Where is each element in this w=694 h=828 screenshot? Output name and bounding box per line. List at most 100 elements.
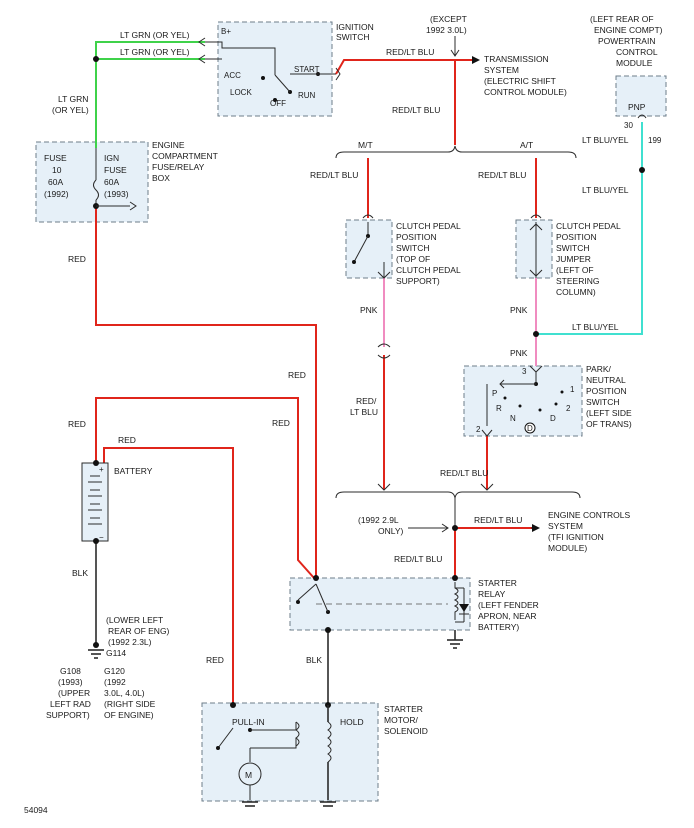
g114-note-1: (LOWER LEFT [106, 615, 163, 625]
pull-in-label: PULL-IN [232, 717, 265, 727]
fuse-box-title-1: ENGINE [152, 140, 185, 150]
red-lt-blu-label-relay: RED/LT BLU [394, 554, 442, 564]
lt-grn-label-top: LT GRN (OR YEL) [120, 30, 190, 40]
g120-line-3: 3.0L, 4.0L) [104, 688, 145, 698]
red-lt-blu-label-at: RED/LT BLU [478, 170, 526, 180]
lower-splice-bracket [335, 491, 581, 499]
engine-controls-title-4: MODULE) [548, 543, 587, 553]
engine-controls-title-1: ENGINE CONTROLS [548, 510, 631, 520]
term-acc: ACC [224, 71, 241, 80]
fuse-box-internals [93, 148, 137, 211]
starter-relay-title-2: RELAY [478, 589, 506, 599]
battery-title: BATTERY [114, 466, 153, 476]
battery-symbol [81, 460, 109, 544]
starter-relay-title-5: BATTERY) [478, 622, 519, 632]
engine-controls-note-2: ONLY) [378, 526, 404, 536]
clutch-jumper [529, 222, 543, 337]
red-label-batt-2: RED [118, 435, 136, 445]
ignition-switch [93, 37, 341, 102]
mt-at-branch-bracket [335, 145, 577, 159]
fuse1-line-3: 60A [48, 177, 63, 187]
red-lt-blu-label-mt: RED/LT BLU [310, 170, 358, 180]
fuse1-line-4: (1992) [44, 189, 69, 199]
fuse2-line-2: FUSE [104, 165, 127, 175]
blk-label-relay: BLK [306, 655, 322, 665]
term-off: OFF [270, 99, 286, 108]
red-label-batt-1: RED [68, 419, 86, 429]
clutch-switch-title-3: SWITCH [396, 243, 430, 253]
trans-title-2: SYSTEM [484, 65, 519, 75]
lt-grn-label-mid: LT GRN (OR YEL) [120, 47, 190, 57]
pcm-pin-left: 30 [624, 121, 633, 130]
red-lt-blu-stack-1: RED/ [356, 396, 377, 406]
pcm-title-1: (LEFT REAR OF [590, 14, 654, 24]
trans-note-2: 1992 3.0L) [426, 25, 467, 35]
clutch-switch-box [345, 219, 393, 279]
pnp-title-3: POSITION [586, 386, 627, 396]
pnp-pos-d: D [550, 414, 556, 423]
pcm-connector [637, 114, 647, 173]
pnk-label-pnp: PNK [510, 348, 528, 358]
pnp-pin-top: 3 [522, 367, 527, 376]
term-lock: LOCK [230, 88, 252, 97]
g120-line-2: (1992 [104, 677, 126, 687]
red-lt-blu-label-down: RED/LT BLU [392, 105, 440, 115]
motor-label: M [245, 770, 252, 780]
ignition-switch-title-2: SWITCH [336, 32, 370, 42]
pcm-title-2: ENGINE COMPT) [594, 25, 663, 35]
g120-line-5: OF ENGINE) [104, 710, 154, 720]
blk-label-batt: BLK [72, 568, 88, 578]
fuse1-line-1: FUSE [44, 153, 67, 163]
battery-minus: − [99, 533, 104, 542]
fuse-box [35, 141, 149, 223]
clutch-switch-title-6: SUPPORT) [396, 276, 440, 286]
red-label-starter: RED [206, 655, 224, 665]
pnp-pos-r: R [496, 404, 502, 413]
clutch-switch-title-4: (TOP OF [396, 254, 430, 264]
starter-motor-title-3: SOLENOID [384, 726, 428, 736]
splice-dot [452, 525, 458, 531]
g108-line-5: SUPPORT) [46, 710, 90, 720]
fuse2-line-3: 60A [104, 177, 119, 187]
starter-motor-box [201, 702, 379, 802]
g108-line-1: G108 [60, 666, 81, 676]
pnp-pos-n: N [510, 414, 516, 423]
fuse-box-title-2: COMPARTMENT [152, 151, 218, 161]
g120-line-1: G120 [104, 666, 125, 676]
starter-relay [296, 575, 469, 649]
pnp-title-4: SWITCH [586, 397, 620, 407]
pnp-pos-2: 2 [566, 404, 571, 413]
red-wire-fuse-to-relay [95, 206, 317, 578]
pnp-d-circle: D [527, 424, 533, 433]
clutch-jumper-title-2: POSITION [556, 232, 597, 242]
lt-blu-yel-label-2: LT BLU/YEL [582, 185, 629, 195]
red-wire-battery-to-starter [103, 447, 234, 705]
lt-grn-wire-top [95, 41, 205, 60]
starter-relay-title-4: APRON, NEAR [478, 611, 537, 621]
pcm-title-3: POWERTRAIN [598, 36, 655, 46]
red-lt-blu-label-trans: RED/LT BLU [386, 47, 434, 57]
clutch-jumper-title-7: COLUMN) [556, 287, 596, 297]
pnp-title-2: NEUTRAL [586, 375, 626, 385]
pcm-pin-right: 199 [648, 136, 662, 145]
pnk-label-jumper: PNK [510, 305, 528, 315]
pnp-title-1: PARK/ [586, 364, 612, 374]
pnk-red-connector [377, 343, 391, 359]
starter-motor [216, 702, 336, 807]
starter-motor-title-2: MOTOR/ [384, 715, 418, 725]
ground-g114 [88, 642, 104, 659]
lt-grn-label-left-1: LT GRN [58, 94, 88, 104]
pnp-pin-bottom: 2 [476, 425, 481, 434]
red-lt-blu-wire-trans [335, 59, 472, 75]
lt-grn-label-left-2: (OR YEL) [52, 105, 89, 115]
clutch-jumper-title-4: JUMPER [556, 254, 591, 264]
branch-at: A/T [520, 140, 533, 150]
diagram-id: 54094 [24, 805, 48, 815]
clutch-jumper-title-6: STEERING [556, 276, 599, 286]
fuse-box-title-4: BOX [152, 173, 170, 183]
red-lt-blu-label-tfi: RED/LT BLU [474, 515, 522, 525]
fuse2-line-1: IGN [104, 153, 119, 163]
g108-line-4: LEFT RAD [50, 699, 91, 709]
red-label-relay-2: RED [272, 418, 290, 428]
clutch-jumper-title-3: SWITCH [556, 243, 590, 253]
